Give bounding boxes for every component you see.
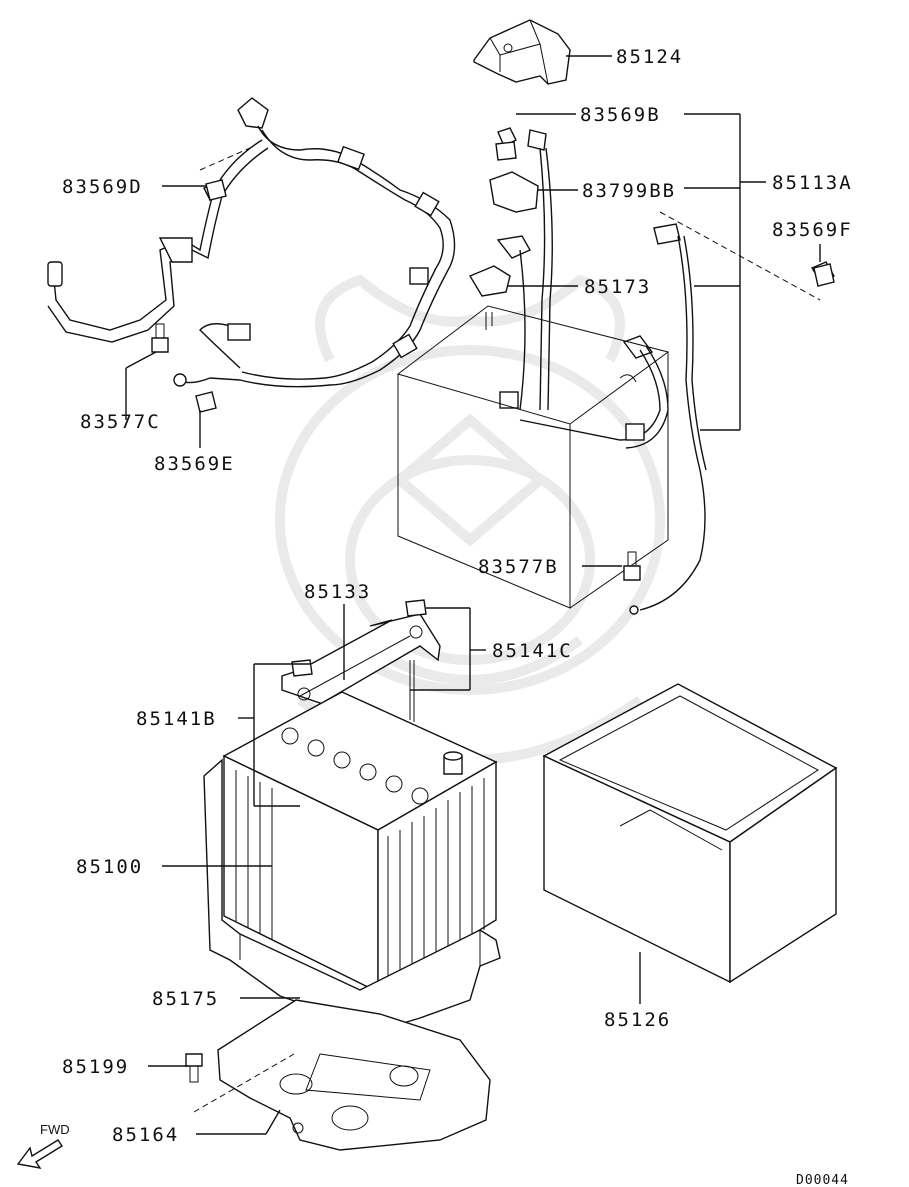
callout-85164: 85164 — [112, 1124, 179, 1146]
callout-85173: 85173 — [584, 276, 651, 298]
callout-85141b: 85141B — [136, 708, 217, 730]
callout-83569d: 83569D — [62, 176, 143, 198]
battery-cables-right — [468, 127, 835, 615]
callout-85100: 85100 — [76, 856, 143, 878]
callout-83577b: 83577B — [478, 556, 559, 578]
nut-83569e-icon — [195, 391, 217, 413]
dashed-guides — [193, 147, 821, 1113]
battery-outline-upper — [396, 305, 670, 609]
nut-83569b-icon — [495, 141, 517, 161]
callout-85175: 85175 — [152, 988, 219, 1010]
battery-base-85164 — [217, 999, 491, 1151]
callout-83577c: 83577C — [80, 411, 161, 433]
battery-insulator-85126 — [542, 683, 838, 984]
leader-lines — [125, 55, 821, 1135]
callout-85124: 85124 — [616, 46, 683, 68]
nut-83569d-icon — [205, 179, 227, 201]
callout-85141c: 85141C — [492, 640, 573, 662]
bolt-85199-icon — [185, 1053, 203, 1083]
callout-85126: 85126 — [604, 1009, 671, 1031]
nut-83569f-icon — [813, 263, 835, 287]
callout-85113a: 85113A — [772, 172, 853, 194]
callout-83799bb: 83799BB — [582, 180, 676, 202]
bolt-83577b-icon — [623, 551, 641, 581]
fwd-label: FWD — [40, 1122, 70, 1137]
forward-arrow-icon — [16, 1139, 63, 1169]
wiring-harness-left — [47, 97, 456, 388]
callout-83569f: 83569F — [772, 219, 853, 241]
callout-83569e: 83569E — [154, 453, 235, 475]
callout-83569b: 83569B — [580, 104, 661, 126]
callout-85133: 85133 — [304, 581, 371, 603]
bolt-83577c-icon — [151, 323, 169, 353]
battery-85100 — [222, 691, 498, 994]
terminal-cover-85124 — [473, 19, 571, 85]
callout-85199: 85199 — [62, 1056, 129, 1078]
diagram-code: D00044 — [796, 1173, 849, 1187]
battery-tray-85175 — [203, 758, 501, 1047]
